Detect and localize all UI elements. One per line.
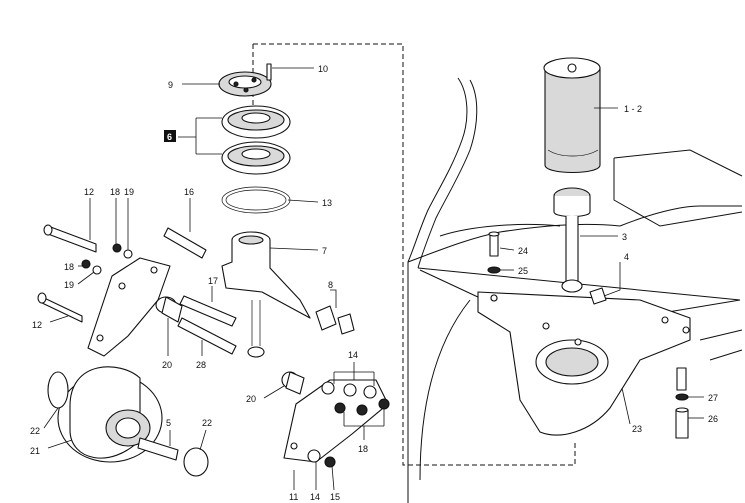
label-11: 11 <box>289 492 298 502</box>
right-swing-arm <box>283 379 390 468</box>
label-28: 28 <box>196 360 206 370</box>
label-20-right: 20 <box>246 394 256 404</box>
label-19-left: 19 <box>64 280 74 290</box>
label-16: 16 <box>184 187 194 197</box>
label-21: 21 <box>30 446 40 456</box>
label-3: 3 <box>622 232 627 242</box>
label-15: 15 <box>330 492 340 502</box>
label-7: 7 <box>322 246 327 256</box>
label-18-top: 18 <box>110 187 120 197</box>
label-5: 5 <box>166 418 171 428</box>
label-23: 23 <box>632 424 642 434</box>
assembly-boundary <box>252 43 576 466</box>
label-17: 17 <box>208 276 218 286</box>
label-26: 26 <box>708 414 718 424</box>
wheel-21 <box>47 366 305 477</box>
label-14-bottom: 14 <box>310 492 320 502</box>
label-22-right: 22 <box>202 418 212 428</box>
label-12-mid: 12 <box>32 320 42 330</box>
bolt-26-washer-27 <box>675 367 689 439</box>
label-18-left: 18 <box>64 262 74 272</box>
label-13: 13 <box>322 198 332 208</box>
label-22-left: 22 <box>30 426 40 436</box>
left-swing-arm <box>37 224 237 357</box>
label-14-top: 14 <box>348 350 358 360</box>
label-4: 4 <box>624 252 629 262</box>
label-9: 9 <box>168 80 173 90</box>
label-24: 24 <box>518 246 528 256</box>
callout-labels: 1 - 2 3 4 5 6 7 8 9 10 11 12 12 13 14 14… <box>30 64 718 502</box>
bushings-8 <box>315 305 355 335</box>
label-1-2: 1 - 2 <box>624 104 642 114</box>
callout-6-box <box>164 130 176 142</box>
label-25: 25 <box>518 266 528 276</box>
label-20-left: 20 <box>162 360 172 370</box>
label-27: 27 <box>708 393 718 403</box>
caster-fork-23 <box>477 291 691 436</box>
label-12-top: 12 <box>84 187 94 197</box>
label-19-top: 19 <box>124 187 134 197</box>
leader-lines <box>43 67 704 491</box>
label-6: 6 <box>167 132 172 142</box>
drive-motor <box>543 57 607 305</box>
bearing-stack <box>218 63 311 358</box>
label-18-right: 18 <box>358 444 368 454</box>
label-8: 8 <box>328 280 333 290</box>
label-10: 10 <box>318 64 328 74</box>
bolt-24-washer-25 <box>487 231 501 302</box>
